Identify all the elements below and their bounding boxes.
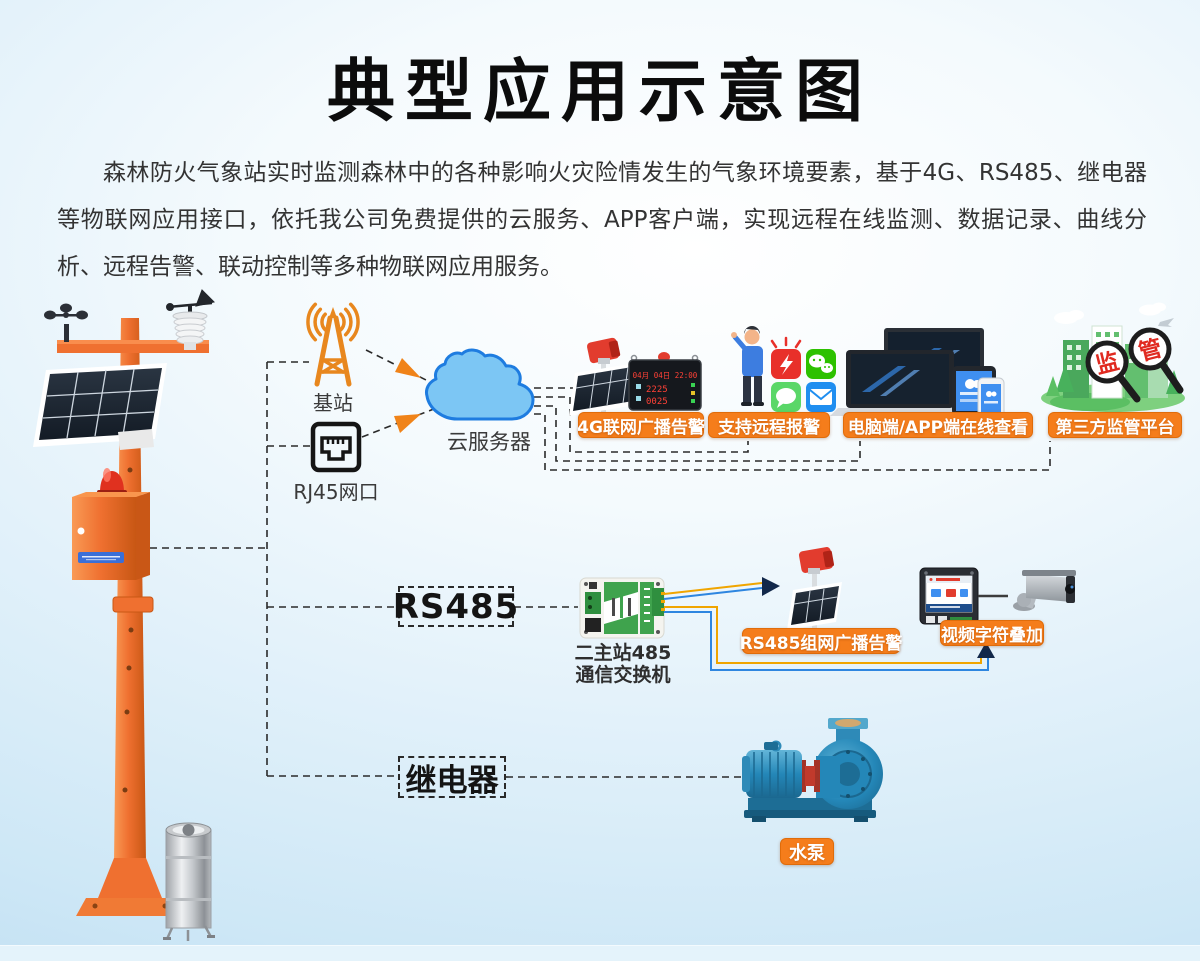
rs485-alarm-station <box>787 547 842 650</box>
endpoint-4g-broadcast: 04月 04日 22:00 2225 0025 <box>569 337 702 416</box>
control-cabinet <box>72 492 150 580</box>
rj45-port-label: RJ45网口 <box>293 480 379 504</box>
siren-icon <box>770 336 802 379</box>
alarm-speaker-icon <box>586 337 621 364</box>
endpoint-pc-app <box>830 328 1005 421</box>
badge-rs485-broadcast: RS485组网广播告警 <box>740 628 902 654</box>
rj45-port-icon <box>310 421 362 473</box>
cloud-server-label: 云服务器 <box>447 430 531 454</box>
rs485-bus-box: RS485 <box>392 586 520 627</box>
rs485-wires <box>663 582 989 671</box>
laptop <box>830 350 970 416</box>
cctv-camera <box>1013 570 1076 611</box>
badge-third-party: 第三方监管平台 <box>1048 412 1182 438</box>
led-row-temp: 2225 <box>646 385 668 395</box>
led-row-humidity: 0025 <box>646 397 668 407</box>
video-overlay-device <box>919 567 979 625</box>
anemometer-icon <box>44 303 88 342</box>
branch-lines <box>150 349 1051 778</box>
rs485-switch-label: 二主站485 通信交换机 <box>574 642 672 686</box>
bottom-strip <box>0 945 1200 961</box>
led-row-date: 04月 04日 22:00 <box>633 371 698 380</box>
wire-arrow-up <box>977 642 995 658</box>
base-station-label: 基站 <box>313 391 353 415</box>
intro-paragraph: 森林防火气象站实时监测森林中的各种影响火灾险情发生的气象环境要素，基于4G、RS… <box>57 160 1147 280</box>
endpoint-third-party: 监 管 <box>1041 302 1185 412</box>
sky-clouds <box>1054 302 1174 327</box>
station-pole <box>114 318 146 862</box>
badge-4g-broadcast: 4G联网广播告警 <box>577 412 705 438</box>
rain-gauge <box>163 822 215 941</box>
water-pump-figure <box>742 718 883 822</box>
page-title: 典型应用示意图 <box>326 53 873 132</box>
badge-pc-app: 电脑端/APP端在线查看 <box>843 412 1033 438</box>
badge-remote-alarm: 支持远程报警 <box>708 412 830 438</box>
led-display-board: 04月 04日 22:00 2225 0025 <box>628 352 702 411</box>
radiation-shield <box>172 311 208 350</box>
message-icon <box>771 382 801 412</box>
relay-box: 继电器 <box>398 756 506 799</box>
cloud-server-icon <box>425 348 535 421</box>
small-solar-panel-2 <box>787 582 842 630</box>
station-solar-panel <box>33 363 167 450</box>
wire-arrow-right <box>762 577 780 596</box>
badge-water-pump: 水泵 <box>780 838 834 865</box>
base-station-icon <box>306 302 360 387</box>
alarm-speaker-icon-2 <box>798 547 834 574</box>
endpoint-remote-alarm <box>731 326 836 412</box>
wind-vane-icon <box>166 289 215 316</box>
smartphone <box>977 377 1005 421</box>
weather-station <box>33 289 215 941</box>
mail-icon <box>806 382 836 412</box>
person-figure <box>731 326 764 406</box>
wechat-icon <box>806 349 836 379</box>
rs485-switch-label-line2: 通信交换机 <box>575 664 671 686</box>
rs485-switch-device <box>579 577 665 639</box>
supervision-magnifier-right: 管 <box>1128 327 1184 394</box>
badge-video-overlay: 视频字符叠加 <box>940 620 1044 646</box>
rs485-switch-label-line1: 二主站485 <box>574 642 672 664</box>
orange-arrowheads <box>394 358 421 433</box>
supervision-magnifier-left: 监 <box>1085 340 1141 403</box>
